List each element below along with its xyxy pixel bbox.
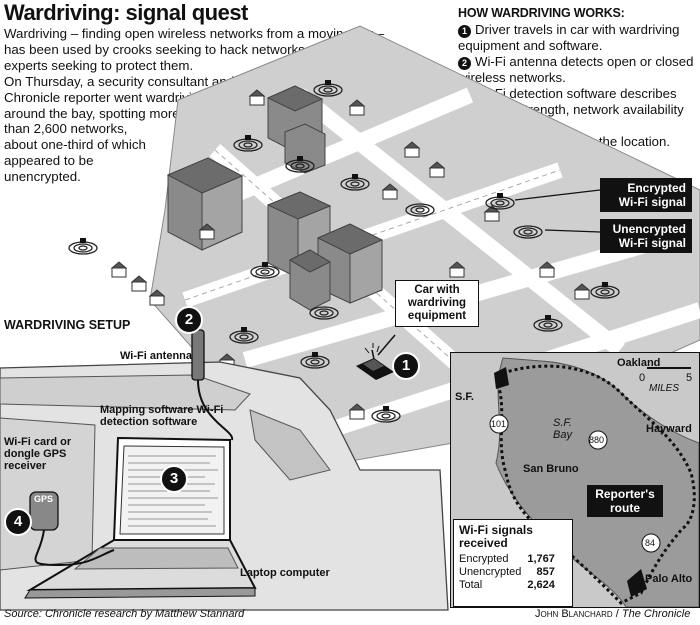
scale-unit: MILES — [649, 383, 680, 394]
legend-unencrypted: Unencrypted Wi-Fi signal — [600, 219, 692, 253]
credit-separator: / — [612, 608, 622, 620]
lock-icons — [80, 80, 608, 411]
card-label: Wi-Fi card or dongle GPS receiver — [4, 436, 72, 472]
credit-paper: The Chronicle — [621, 608, 691, 620]
step-badge-4: 4 — [4, 508, 32, 536]
hwy-84: 84 — [645, 538, 656, 548]
place-palo-alto: Palo Alto — [645, 573, 693, 585]
step-badge-3: 3 — [160, 465, 188, 493]
intro-narrow: than 2,600 networks, about one-third of … — [4, 121, 146, 185]
route-label: Reporter's route — [587, 485, 663, 517]
place-hayward: Hayward — [646, 423, 692, 435]
credit-name: John Blanchard — [535, 608, 613, 620]
artist-credit: John Blanchard / The Chronicle — [535, 608, 690, 620]
place-sf: S.F. — [455, 391, 474, 403]
table-row: Encrypted 1,767 — [459, 553, 555, 566]
table-row: Total 2,624 — [459, 579, 555, 592]
signals-table: Encrypted 1,767 Unencrypted 857 Total 2,624 — [459, 553, 555, 592]
scale-five: 5 — [686, 372, 693, 384]
bay-area-map: Oakland 0 5 MILES S.F. 880 S.F. Bay Hayw… — [450, 352, 700, 608]
row-label: Encrypted — [459, 553, 509, 565]
how-step-text: Wi-Fi antenna detects open or closed wir… — [458, 54, 694, 85]
page-title: Wardriving: signal quest — [4, 0, 248, 25]
source-credit: Source: Chronicle research by Matthew St… — [4, 608, 245, 620]
row-label: Unencrypted — [459, 566, 522, 578]
step-badge-2: 2 — [175, 306, 203, 334]
buildings — [166, 85, 384, 311]
step-number: 1 — [458, 25, 471, 38]
signals-title: Wi-Fi signals received — [459, 523, 533, 550]
gps-receiver-icon — [29, 491, 115, 567]
step-number: 2 — [458, 57, 471, 70]
scale-zero: 0 — [639, 372, 646, 384]
intro-wide: Wardriving – finding open wireless netwo… — [4, 26, 385, 73]
row-value: 2,624 — [527, 579, 555, 591]
car-callout: Car with wardriving equipment — [395, 280, 479, 327]
intro-mid: On Thursday, a security consultant and a… — [4, 73, 246, 121]
gps-text: GPS — [34, 494, 54, 504]
car-icon — [356, 343, 394, 380]
signals-received-box: Wi-Fi signals received Encrypted 1,767 Un… — [453, 519, 573, 607]
software-label: Mapping software Wi-Fi detection softwar… — [100, 404, 224, 428]
place-san-bruno: San Bruno — [523, 463, 579, 475]
how-heading: HOW WARDRIVING WORKS: — [458, 6, 625, 20]
intro-text: Wardriving – finding open wireless netwo… — [4, 26, 409, 185]
row-label: Total — [459, 579, 483, 591]
hwy-880: 880 — [589, 435, 605, 445]
table-row: Unencrypted 857 — [459, 566, 555, 579]
row-value: 1,767 — [527, 553, 555, 565]
hwy-101: 101 — [491, 419, 507, 429]
step-badge-1: 1 — [392, 352, 420, 380]
antenna-label: Wi-Fi antenna — [120, 350, 193, 362]
route-line — [497, 364, 696, 605]
laptop-label: Laptop computer — [240, 567, 330, 579]
row-value: 857 — [536, 566, 555, 578]
place-sf-bay: S.F. Bay — [553, 417, 572, 441]
legend-encrypted: Encrypted Wi-Fi signal — [600, 178, 692, 212]
antenna-icon — [191, 329, 234, 441]
place-oakland: Oakland — [617, 357, 661, 369]
how-step-text: Driver travels in car with wardriving eq… — [458, 22, 680, 53]
setup-title: WARDRIVING SETUP — [4, 318, 131, 332]
